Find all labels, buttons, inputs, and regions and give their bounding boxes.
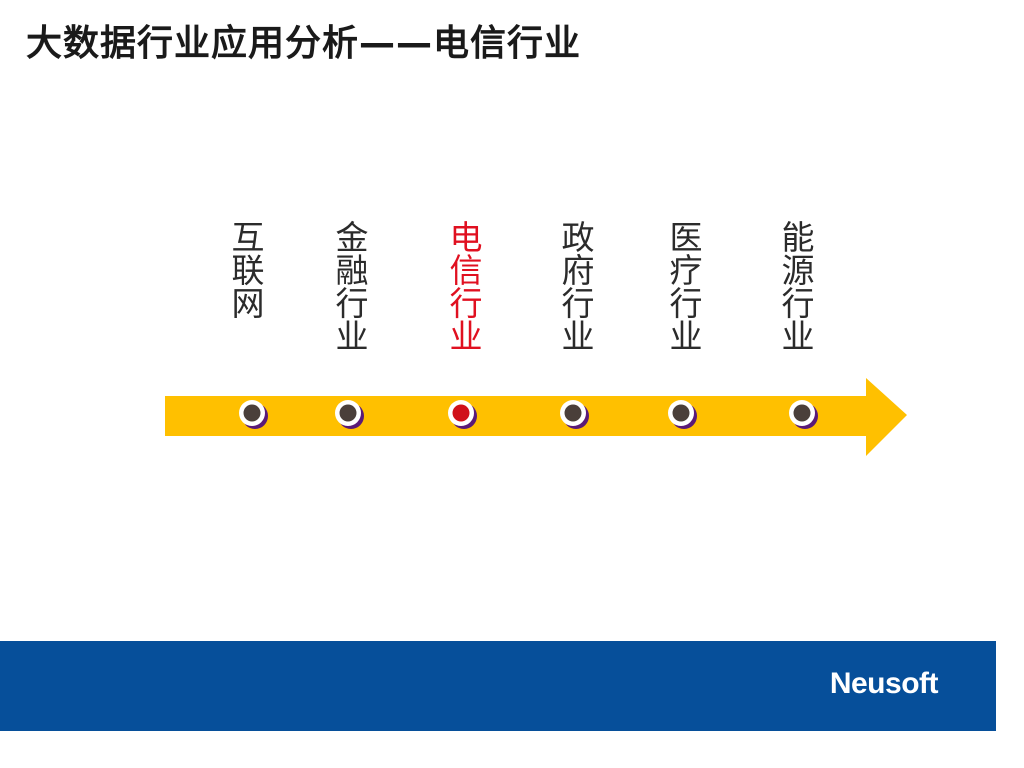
footer-bar: Neusoft: [0, 641, 996, 731]
neusoft-logo: Neusoft: [829, 667, 939, 700]
timeline-marker-energy: [789, 400, 818, 429]
industry-label-medical: 医疗行业: [664, 220, 703, 352]
industry-label-government: 政府行业: [556, 220, 595, 352]
timeline-marker-finance: [335, 400, 364, 429]
timeline-marker-telecom: [448, 400, 477, 429]
page-title: 大数据行业应用分析——电信行业: [26, 23, 582, 64]
arrow-right-shape-icon: [165, 378, 907, 456]
timeline-marker-internet: [239, 400, 268, 429]
industry-label-finance: 金融行业: [330, 220, 369, 352]
industry-label-internet: 互联网: [226, 220, 265, 319]
industry-label-energy: 能源行业: [776, 220, 815, 352]
timeline-marker-government: [560, 400, 589, 429]
industry-label-telecom: 电信行业: [444, 220, 483, 352]
timeline-marker-medical: [668, 400, 697, 429]
